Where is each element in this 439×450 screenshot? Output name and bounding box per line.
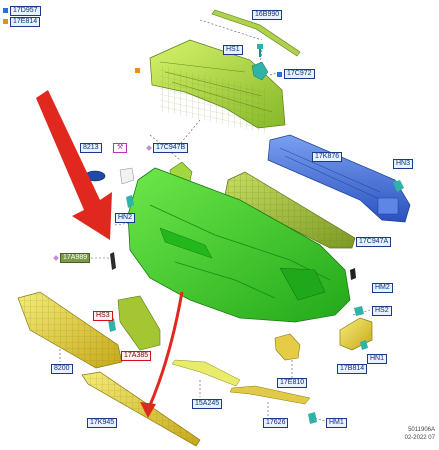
callout-hs1[interactable]: HS1	[223, 45, 243, 55]
callout-hm1[interactable]: HM1	[326, 418, 347, 428]
screw-hs1-part	[257, 44, 263, 57]
orange-square-icon	[135, 68, 140, 73]
plate-bracket-part	[117, 295, 161, 351]
nut-hn2-part	[126, 195, 134, 208]
callout-17c972[interactable]: 17C972	[277, 69, 315, 79]
legend-item: 17D957	[3, 5, 41, 16]
wrench-icon: ⚒	[113, 143, 128, 153]
callout-17c947b[interactable]: 17C947B	[146, 143, 189, 153]
diamond-marker-icon	[53, 255, 59, 261]
camera-bracket-part	[119, 167, 135, 185]
fastener-hm2-part	[350, 268, 356, 280]
callout-17e810[interactable]: 17E810	[277, 378, 308, 388]
callout-17626[interactable]: 17626	[263, 418, 289, 428]
callout-17k945[interactable]: 17K945	[87, 418, 118, 428]
callout-hs3[interactable]: HS3	[93, 311, 113, 321]
callout-17c947a[interactable]: 17C947A	[356, 237, 392, 247]
blue-square-icon	[3, 8, 8, 13]
legend-code: 17E814	[10, 16, 41, 27]
callout-15a245[interactable]: 15A245	[192, 399, 223, 409]
fastener-hm1-part	[308, 412, 317, 424]
nut-hn1-part	[360, 340, 368, 350]
callout-8213[interactable]: 8213	[80, 143, 102, 153]
lower-spoiler-part	[81, 371, 201, 447]
clip-17c972-part	[251, 61, 269, 81]
diagram-footer: 5011906A 02-2022 07	[405, 426, 435, 442]
legend-code: 17D957	[10, 5, 41, 16]
thin-red-arrow-graphic	[140, 291, 184, 418]
callout-hm2[interactable]: HM2	[372, 283, 393, 293]
blue-square-icon	[277, 71, 282, 77]
callout-17b814[interactable]: 17B814	[337, 364, 368, 374]
diagram-date: 02-2022 07	[404, 435, 435, 441]
callout-hn3[interactable]: HN3	[393, 159, 414, 169]
callout-17k876[interactable]: 17K876	[312, 152, 343, 162]
impact-beam-part	[267, 134, 411, 223]
legend-item: 17E814	[3, 16, 41, 27]
legend: 17D957 17E814	[3, 5, 41, 27]
lower-grille-part	[17, 291, 123, 369]
orange-square-icon	[3, 19, 8, 24]
lower-trim-part	[171, 359, 241, 387]
callout-hs2[interactable]: HS2	[372, 306, 392, 316]
callout-16b990[interactable]: 16B990	[252, 10, 283, 20]
screw-hs2-part	[354, 306, 364, 316]
big-red-arrow-graphic	[36, 90, 112, 240]
callout-17a385[interactable]: 17A385	[121, 351, 152, 361]
upper-strip-part	[211, 9, 301, 57]
upper-reinforcement-part	[149, 39, 286, 134]
callout-17a989[interactable]: 17A989	[53, 253, 91, 263]
wrench-icon-box: ⚒	[113, 143, 128, 153]
front-bumper-cover-part	[127, 167, 351, 323]
diagram-code: 5011906A	[408, 427, 435, 433]
bracket-17e810-part	[274, 333, 301, 361]
callout-hn2[interactable]: HN2	[115, 213, 136, 223]
screw-hs3-part	[108, 318, 116, 332]
callout-8200[interactable]: 8200	[51, 364, 73, 374]
reflector-strip-part	[229, 385, 311, 405]
nut-hn3-part	[393, 180, 404, 192]
callout-hn1[interactable]: HN1	[367, 354, 388, 364]
orange-marker	[135, 68, 142, 73]
diamond-marker-icon	[146, 145, 152, 151]
bracket-17a989-part	[110, 252, 116, 270]
